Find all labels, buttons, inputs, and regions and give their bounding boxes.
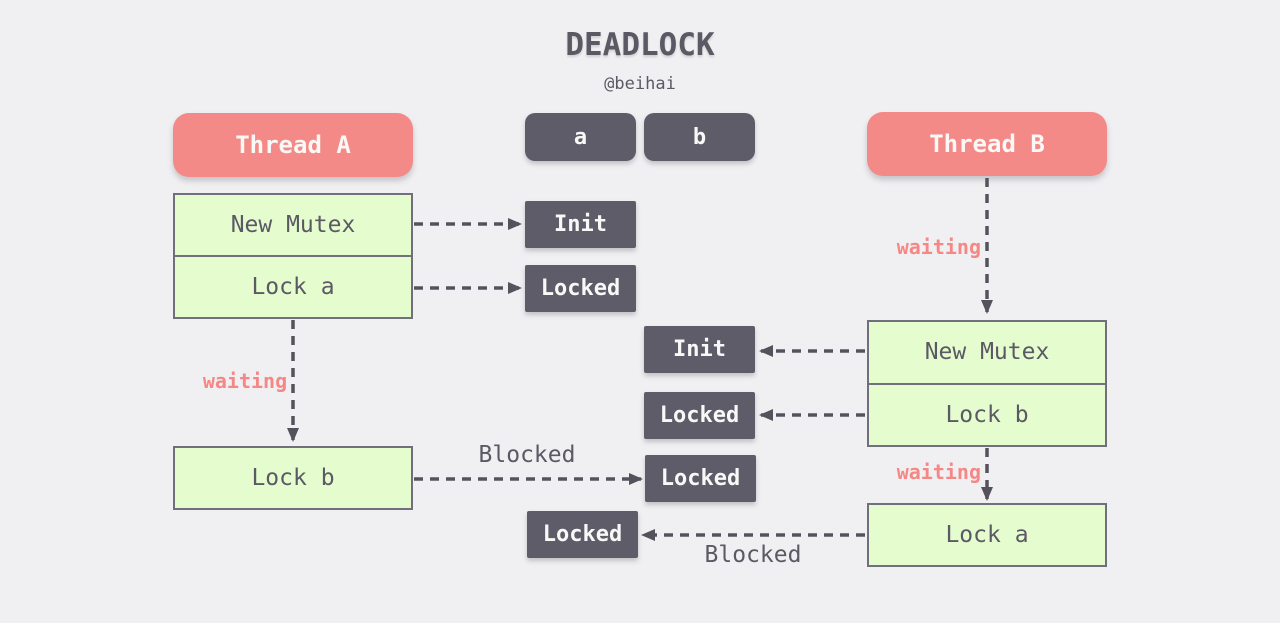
blocked-label-thread-a: Blocked	[478, 442, 576, 468]
waiting-label-thread-a: waiting	[202, 369, 288, 393]
thread-a-header: Thread A	[173, 113, 413, 177]
thread-b-header: Thread B	[867, 112, 1107, 176]
thread-b-blocked-step-box: Lock a	[867, 503, 1107, 567]
blocked-label-thread-b: Blocked	[704, 542, 802, 568]
page-title: DEADLOCK	[565, 27, 715, 63]
author-handle: @beihai	[604, 74, 676, 94]
thread-a-step-lock-a: Lock a	[175, 255, 411, 317]
mutex-b-header: b	[644, 113, 755, 161]
mutex-b-state-init: Init	[644, 326, 755, 373]
thread-a-blocked-step-box: Lock b	[173, 446, 413, 510]
thread-a-steps-box: New Mutex Lock a	[173, 193, 413, 319]
waiting-label-thread-b-2: waiting	[896, 460, 981, 484]
mutex-b-state-locked-blocked: Locked	[645, 455, 756, 502]
thread-a-step-lock-b: Lock b	[251, 465, 335, 491]
mutex-b-state-locked: Locked	[644, 392, 755, 439]
thread-b-step-lock-a: Lock a	[945, 522, 1029, 548]
mutex-a-header: a	[525, 113, 636, 161]
mutex-a-state-locked: Locked	[525, 265, 636, 312]
mutex-a-state-init: Init	[525, 201, 636, 248]
thread-b-step-lock-b: Lock b	[869, 382, 1105, 446]
thread-a-step-new-mutex: New Mutex	[230, 212, 356, 238]
thread-b-steps-box: New Mutex Lock b	[867, 320, 1107, 447]
mutex-a-state-locked-blocked: Locked	[527, 511, 638, 558]
waiting-label-thread-b: waiting	[896, 235, 981, 259]
thread-b-step-new-mutex: New Mutex	[924, 339, 1050, 366]
